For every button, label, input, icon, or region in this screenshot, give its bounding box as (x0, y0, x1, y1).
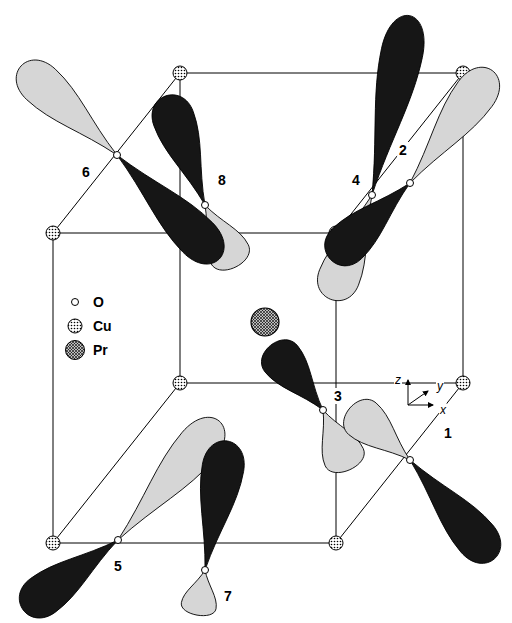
legend: O CuPr (64, 290, 114, 362)
legend-text: O (91, 294, 106, 310)
legend-swatch (66, 341, 85, 360)
callout-number: 7 (222, 588, 234, 604)
unit-cell (53, 73, 463, 543)
callout-number: 1 (442, 425, 454, 441)
axis-label: y (436, 380, 444, 393)
pr-atom (251, 308, 279, 336)
legend-row: Pr (64, 338, 114, 362)
legend-text: Pr (91, 342, 110, 358)
callout-number: 6 (80, 164, 92, 180)
axis-icon (408, 380, 433, 405)
callout-number: 4 (350, 172, 362, 188)
callout-number: 3 (332, 388, 344, 404)
axis-label: x (439, 404, 447, 417)
o-symbol (64, 291, 86, 313)
cu-atom (46, 66, 470, 550)
legend-row: Cu (64, 314, 114, 338)
legend-swatch (68, 319, 82, 333)
legend-row: O (64, 290, 114, 314)
callout-number: 8 (216, 172, 228, 188)
legend-swatch (72, 299, 79, 306)
axis-label: z (394, 374, 402, 387)
p-orbital (7, 11, 510, 623)
callout-number: 5 (112, 558, 124, 574)
cu-symbol (64, 315, 86, 337)
legend-text: Cu (91, 318, 114, 334)
callout-number: 2 (397, 142, 409, 158)
o-atom (114, 152, 414, 574)
pr-symbol (64, 339, 86, 361)
